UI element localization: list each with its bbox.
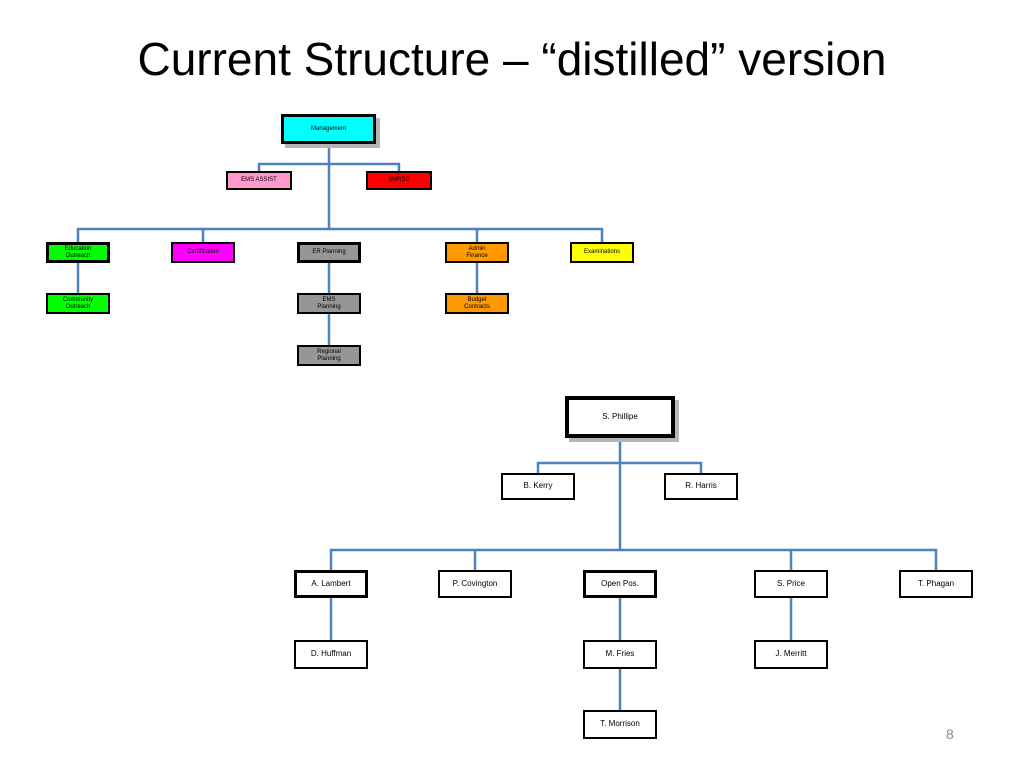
box-smrsc: SMRSC xyxy=(366,171,432,190)
box-examinations: Examinations xyxy=(570,242,634,263)
box-r-harris: R. Harris xyxy=(664,473,738,500)
box-ems-assist: EMS ASSIST xyxy=(226,171,292,190)
box-t-phagan: T. Phagan xyxy=(899,570,973,598)
box-er-planning: ER Planning xyxy=(297,242,361,263)
box-education-outreach: Education Outreach xyxy=(46,242,110,263)
box-community-outreach: Community Outreach xyxy=(46,293,110,314)
box-s-phillipe: S. Phillipe xyxy=(565,396,675,438)
connector-team-bus xyxy=(329,548,938,570)
connector-division-bus xyxy=(76,227,604,242)
box-management: Management xyxy=(281,114,376,144)
box-open-pos: Open Pos. xyxy=(583,570,657,598)
connector-deputy-bus xyxy=(536,461,703,473)
box-admin-finance: Admin Finance xyxy=(445,242,509,263)
box-certification: Certification xyxy=(171,242,235,263)
box-budget-contracts: Budget Contracts xyxy=(445,293,509,314)
box-regional-planning: Regional Planning xyxy=(297,345,361,366)
box-d-huffman: D. Huffman xyxy=(294,640,368,669)
slide-title: Current Structure – “distilled” version xyxy=(137,33,887,85)
box-a-lambert: A. Lambert xyxy=(294,570,368,598)
page-number: 8 xyxy=(946,726,954,742)
box-b-kerry: B. Kerry xyxy=(501,473,575,500)
connector-assist-bus xyxy=(257,162,401,171)
box-s-price: S. Price xyxy=(754,570,828,598)
box-t-morrison: T. Morrison xyxy=(583,710,657,739)
box-j-merritt: J. Merritt xyxy=(754,640,828,669)
box-m-fries: M. Fries xyxy=(583,640,657,669)
box-p-covington: P. Covington xyxy=(438,570,512,598)
box-ems-planning: EMS Planning xyxy=(297,293,361,314)
